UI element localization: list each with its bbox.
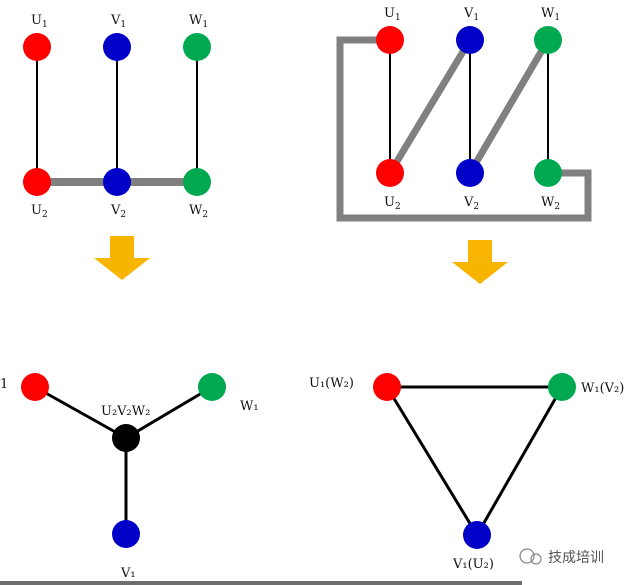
terminal-v1 xyxy=(456,26,484,54)
label-center: U₂V₂W₂ xyxy=(101,404,150,419)
watermark-text: 技成培训 xyxy=(548,550,604,566)
label-u2: U2 xyxy=(384,195,401,212)
terminal-v1 xyxy=(103,33,131,61)
terminal-u1 xyxy=(376,26,404,54)
label-v2: V2 xyxy=(463,195,479,212)
terminal-w1 xyxy=(183,33,211,61)
wechat-icon-small xyxy=(530,553,542,565)
watermark: 技成培训 xyxy=(519,548,604,566)
label-u1: U1 xyxy=(31,13,48,30)
arrow-down-icon xyxy=(452,240,508,284)
label-w1: W1 xyxy=(189,13,208,30)
terminal-u2 xyxy=(23,168,51,196)
star-wiring-panel: U1 V1 W1 U2 V2 W2 xyxy=(23,13,211,220)
label-w1: W1 xyxy=(541,6,560,23)
delta-triangle xyxy=(384,385,565,538)
label-u2: U2 xyxy=(31,203,48,220)
node-v1 xyxy=(112,520,140,548)
label-v1: V1 xyxy=(463,6,479,23)
label-w1: W₁ xyxy=(240,399,259,414)
label-w1-v2: W₁(V₂) xyxy=(581,381,624,396)
label-w2: W2 xyxy=(189,203,208,220)
label-v2: V2 xyxy=(110,203,126,220)
node-u1 xyxy=(21,373,49,401)
terminal-v2 xyxy=(456,159,484,187)
branch-w xyxy=(125,385,213,440)
label-u1-partial: 1 xyxy=(0,377,8,392)
node-neutral xyxy=(112,424,140,452)
node-u1 xyxy=(373,373,401,401)
node-w1 xyxy=(548,373,576,401)
delta-schematic: U₁(W₂) W₁(V₂) V₁(U₂) xyxy=(309,373,624,572)
arrow-down-icon xyxy=(94,236,150,280)
delta-link-v2-w1 xyxy=(466,38,552,175)
delta-wiring-panel: U1 V1 W1 U2 V2 W2 xyxy=(336,6,592,222)
branch-u xyxy=(34,385,127,440)
bottom-bar xyxy=(0,581,522,585)
terminal-w2 xyxy=(183,168,211,196)
terminal-w2 xyxy=(534,159,562,187)
star-schematic: 1 U₂V₂W₂ W₁ V₁ xyxy=(0,373,259,581)
terminal-v2 xyxy=(103,168,131,196)
terminal-w1 xyxy=(534,26,562,54)
label-v1: V₁ xyxy=(120,566,136,581)
delta-link-u2-v1 xyxy=(387,38,473,175)
label-v1-u2: V₁(U₂) xyxy=(452,557,494,572)
node-w1 xyxy=(198,373,226,401)
label-u1: U1 xyxy=(384,6,401,23)
wechat-icon xyxy=(519,548,535,564)
terminal-u2 xyxy=(376,159,404,187)
label-u1-w2: U₁(W₂) xyxy=(309,376,354,391)
label-v1: V1 xyxy=(110,13,126,30)
node-v1 xyxy=(463,521,491,549)
label-w2: W2 xyxy=(541,195,560,212)
delta-link-outer xyxy=(336,36,592,222)
terminal-u1 xyxy=(23,33,51,61)
